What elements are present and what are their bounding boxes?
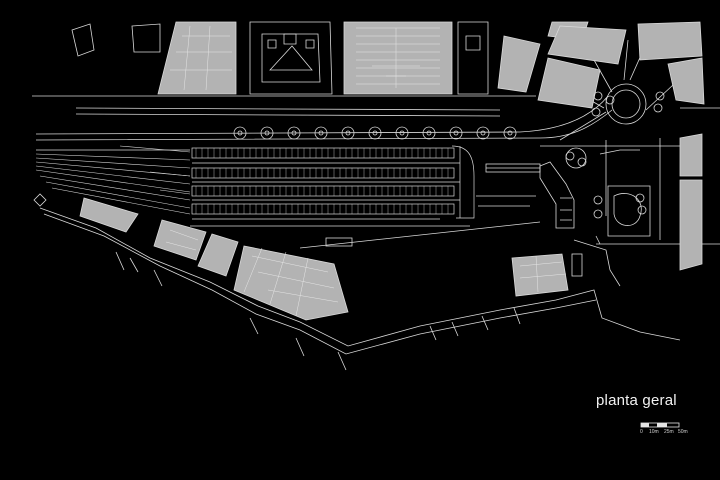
boulevard-trees [233, 91, 665, 219]
tree-icon [314, 126, 328, 140]
tree-icon [637, 205, 647, 215]
tree-icon [605, 95, 615, 105]
tree-trunk-icon [264, 130, 270, 136]
tree-icon [368, 126, 382, 140]
upper-city-blocks [71, 21, 489, 95]
tree-icon [449, 126, 463, 140]
plan-title: planta geral [596, 392, 677, 409]
tree-trunk-icon [318, 130, 324, 136]
scale-label-25m: 25m [664, 429, 674, 435]
tree-icon [341, 126, 355, 140]
quay-edge [33, 193, 681, 371]
tree-icon [635, 193, 645, 203]
tree-trunk-icon [507, 130, 513, 136]
scale-bar [640, 422, 680, 428]
tree-trunk-icon [345, 130, 351, 136]
scale-label-50m: 50m [678, 429, 688, 435]
tree-icon [655, 91, 665, 101]
south-boundary [190, 195, 541, 249]
station-building [325, 161, 575, 247]
tree-trunk-icon [237, 130, 243, 136]
tree-icon [503, 126, 517, 140]
scale-label-10m: 10m [649, 429, 659, 435]
tree-icon [476, 126, 490, 140]
tree-icon [653, 103, 663, 113]
station-platforms [191, 145, 475, 220]
rail-tracks [35, 145, 191, 215]
tree-icon [593, 195, 603, 205]
tree-icon [395, 126, 409, 140]
building-blocks [79, 21, 705, 321]
block-hatching [165, 25, 567, 317]
tree-trunk-icon [399, 130, 405, 136]
tree-trunk-icon [372, 130, 378, 136]
tree-icon [422, 126, 436, 140]
tree-icon [233, 126, 247, 140]
tree-icon [591, 107, 601, 117]
boulevard-lines [32, 95, 690, 151]
east-roads [559, 39, 720, 287]
tree-icon [593, 91, 603, 101]
tree-icon [593, 209, 603, 219]
tree-trunk-icon [453, 130, 459, 136]
tree-icon [287, 126, 301, 140]
tree-trunk-icon [426, 130, 432, 136]
scale-label-0: 0 [640, 429, 643, 435]
tree-icon [260, 126, 274, 140]
tree-trunk-icon [291, 130, 297, 136]
tree-trunk-icon [480, 130, 486, 136]
